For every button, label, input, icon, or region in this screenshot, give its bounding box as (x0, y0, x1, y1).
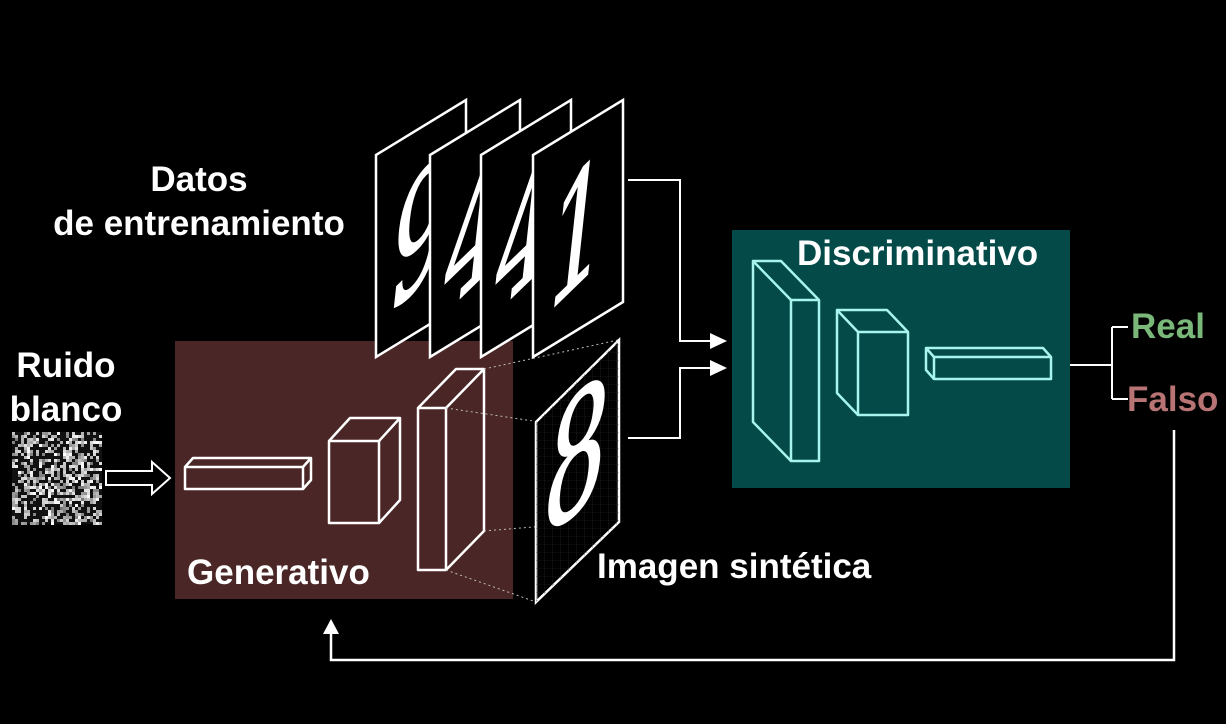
synthetic-image: 8 (534, 337, 621, 605)
discriminator-box (732, 230, 1070, 488)
generator-box (175, 341, 513, 599)
projection-lines (445, 339, 619, 603)
training-card: 1 (531, 97, 625, 360)
training-data-label-line2: de entrenamiento (53, 204, 345, 243)
feedback-arrow-icon (323, 619, 339, 634)
arrowhead-real-icon (710, 333, 727, 349)
noise-label-line1: Ruido (16, 346, 116, 385)
training-data-label: Datos de entrenamiento (0, 158, 398, 246)
arrowhead-synthetic-icon (710, 360, 727, 376)
generator-layers (183, 367, 486, 572)
output-bracket (1070, 326, 1128, 400)
noise-label-line2: blanco (9, 390, 123, 429)
generator-label: Generativo (187, 553, 370, 592)
noise-image (12, 432, 102, 525)
discriminator-layer-2 (835, 308, 910, 417)
feedback-line (329, 430, 1176, 662)
discriminator-layers (751, 259, 1053, 463)
synthetic-image-label: Imagen sintética (597, 547, 872, 586)
discriminator-layer-1 (751, 259, 821, 463)
discriminator-layer-3 (924, 346, 1053, 381)
generator-layer-1 (183, 456, 313, 491)
connector-lines (628, 179, 712, 439)
generator-layer-2 (327, 416, 402, 525)
fake-label: Falso (1127, 380, 1219, 419)
real-label: Real (1131, 307, 1205, 346)
noise-arrow-icon (105, 459, 172, 497)
training-data-label-line1: Datos (150, 160, 248, 199)
discriminator-label: Discriminativo (797, 234, 1039, 273)
noise-label: Ruido blanco (4, 344, 128, 432)
